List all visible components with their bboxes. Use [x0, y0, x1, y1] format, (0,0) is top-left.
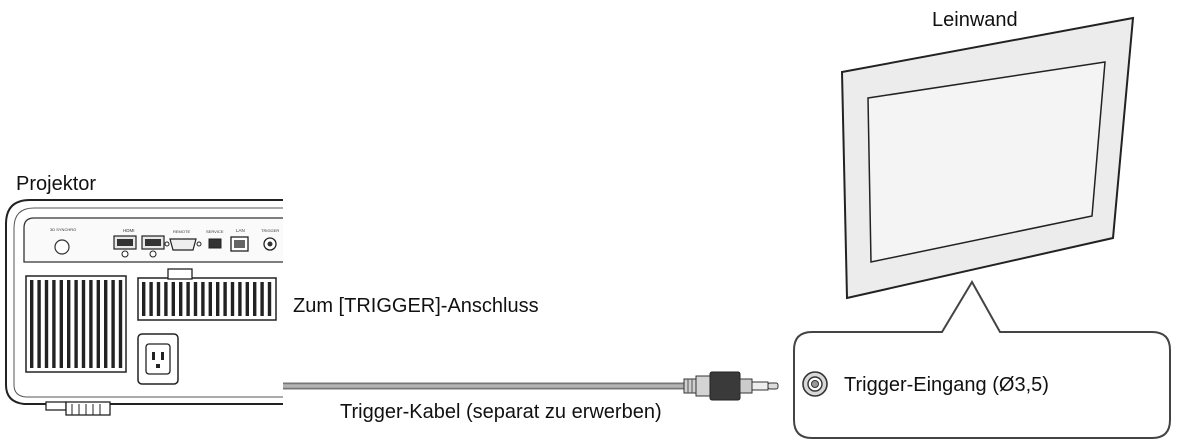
vent-slat: [223, 282, 227, 316]
vent-slat: [149, 282, 153, 316]
svg-text:REMOTE: REMOTE: [173, 229, 190, 234]
vent-slat: [67, 280, 71, 368]
vent-slat: [245, 282, 249, 316]
screen-label: Leinwand: [932, 9, 1018, 31]
connector-label: Zum [TRIGGER]-Anschluss: [293, 295, 539, 317]
svg-text:TRIGGER: TRIGGER: [261, 228, 279, 233]
vent-slat: [111, 280, 115, 368]
svg-text:HDMI: HDMI: [123, 228, 135, 233]
vent-slat: [37, 280, 41, 368]
vent-slat: [216, 282, 220, 316]
vent-slat: [59, 280, 63, 368]
vent-slat: [44, 280, 49, 368]
vent-slat: [156, 282, 161, 316]
svg-text:SERVICE: SERVICE: [206, 229, 224, 234]
vent-slat: [164, 282, 168, 316]
vent-slat: [30, 280, 34, 368]
screen-side-plug-icon: [683, 371, 779, 401]
vent-slat: [238, 282, 242, 316]
vent-slat: [81, 280, 86, 368]
vent-slat: [201, 282, 205, 316]
cable-label: Trigger-Kabel (separat zu erwerben): [340, 401, 662, 423]
vent-slat: [267, 282, 272, 316]
vent-slat: [118, 280, 123, 368]
vent-slat: [171, 282, 175, 316]
input-callout-bubble: [793, 280, 1171, 439]
vent-slat: [230, 282, 235, 316]
trigger-input-label: Trigger-Eingang (Ø3,5): [844, 374, 1049, 396]
svg-text:LAN: LAN: [236, 228, 245, 233]
svg-text:3D SYNCHRO: 3D SYNCHRO: [50, 227, 76, 232]
vent-slat: [208, 282, 212, 316]
vent-slat: [253, 282, 257, 316]
vent-slat: [104, 280, 108, 368]
trigger-input-jack-icon: [802, 371, 828, 397]
vent-slat: [179, 282, 183, 316]
vent-slat: [96, 280, 100, 368]
vent-slat: [74, 280, 78, 368]
screen-illustration: [840, 16, 1135, 300]
vent-slat: [186, 282, 190, 316]
vent-slat: [193, 282, 198, 316]
vent-slat: [260, 282, 264, 316]
vent-slat: [52, 280, 56, 368]
trigger-cable: [266, 345, 700, 390]
vent-slat: [142, 282, 146, 316]
right-vent-grille: [142, 282, 272, 316]
projector-label: Projektor: [16, 173, 97, 195]
left-vent-grille: [30, 280, 123, 368]
vent-slat: [89, 280, 93, 368]
